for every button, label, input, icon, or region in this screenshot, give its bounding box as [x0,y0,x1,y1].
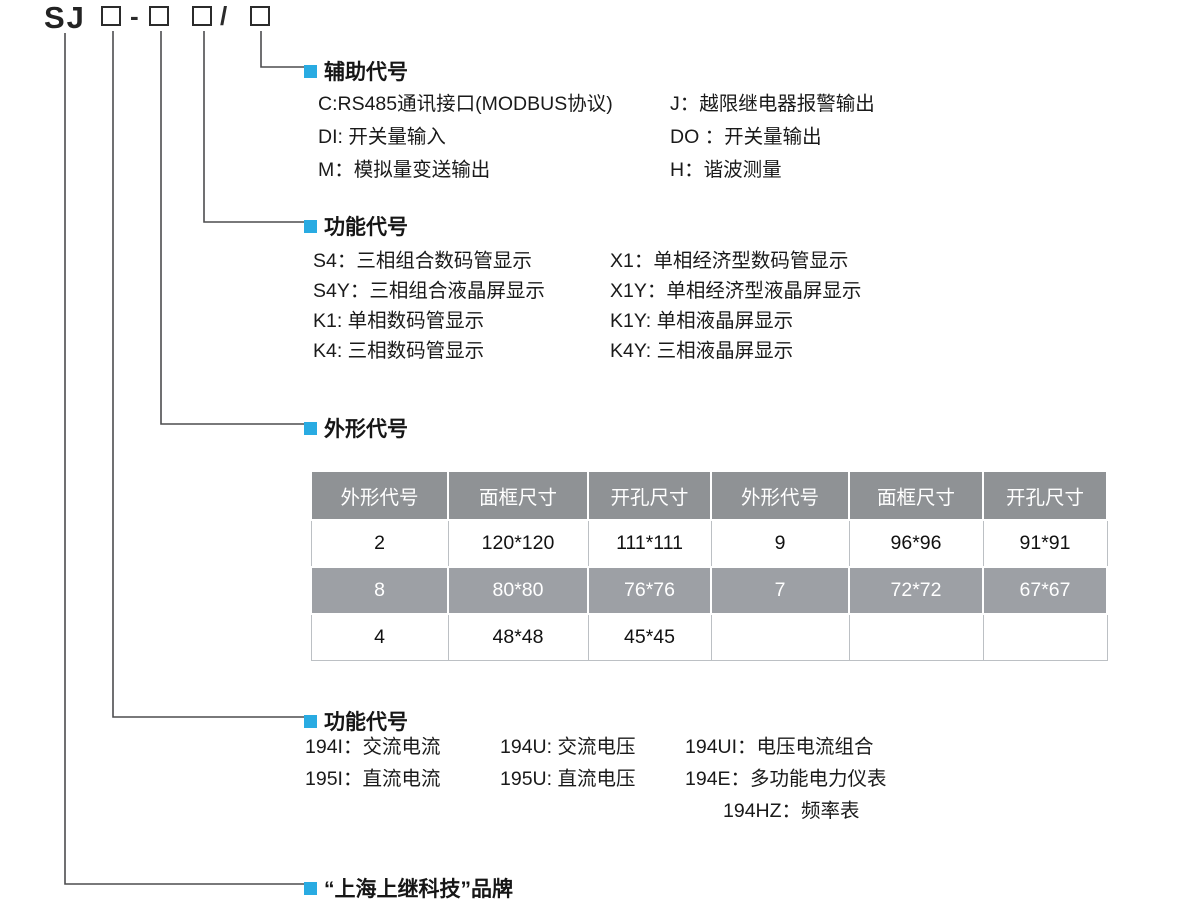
list-item: 194I：交流电流 194U: 交流电压 194UI：电压电流组合 [305,731,887,763]
section-title-text: 功能代号 [324,216,408,239]
table-header: 外形代号 [710,470,850,521]
function-item [305,795,500,827]
function-items: 194I：交流电流 194U: 交流电压 194UI：电压电流组合 195I：直… [305,731,887,827]
display-item: K1: 单相数码管显示 [313,310,485,332]
connector-brand-line [64,33,304,885]
table-cell [848,613,984,661]
table-cell: 67*67 [982,566,1108,615]
connector-display-line [203,31,304,223]
model-box-display [192,6,212,26]
display-item: K4Y: 三相液晶屏显示 [610,340,794,362]
model-prefix: SJ [44,0,86,35]
table-header: 开孔尺寸 [982,470,1108,521]
display-item: X1：单相经济型数码管显示 [610,250,849,272]
function-item: 194E：多功能电力仪表 [685,768,887,790]
function-item: 194HZ：频率表 [723,800,860,822]
model-box-function [101,6,121,26]
table-row: 4 48*48 45*45 [310,613,1108,661]
table-cell: 111*111 [587,519,712,568]
list-item: 194HZ：频率表 [305,795,887,827]
shape-size-table: 外形代号 面框尺寸 开孔尺寸 外形代号 面框尺寸 开孔尺寸 2 120*120 … [310,470,1108,661]
table-cell: 96*96 [848,519,984,568]
table-header: 开孔尺寸 [587,470,712,521]
auxiliary-items: C:RS485通讯接口(MODBUS协议) J：越限继电器报警输出 DI: 开关… [318,88,875,187]
section-bullet-icon [304,421,317,435]
table-cell: 2 [310,519,449,568]
list-item: K1: 单相数码管显示 K1Y: 单相液晶屏显示 [313,306,861,336]
display-item: K4: 三相数码管显示 [313,340,485,362]
table-header: 外形代号 [310,470,449,521]
section-brand: “上海上继科技”品牌 [304,873,513,903]
list-item: 195I：直流电流 195U: 直流电压 194E：多功能电力仪表 [305,763,887,795]
table-header-row: 外形代号 面框尺寸 开孔尺寸 外形代号 面框尺寸 开孔尺寸 [310,470,1108,521]
function-item: 194I：交流电流 [305,736,441,758]
section-title-text: 外形代号 [324,418,408,441]
list-item: C:RS485通讯接口(MODBUS协议) J：越限继电器报警输出 [318,88,875,121]
brand-label: “上海上继科技”品牌 [324,878,513,901]
function-item: 195U: 直流电压 [500,768,636,790]
section-auxiliary-title: 辅助代号 [304,56,408,86]
table-row: 2 120*120 111*111 9 96*96 91*91 [310,519,1108,568]
table-cell: 91*91 [982,519,1108,568]
display-item: S4：三相组合数码管显示 [313,250,532,272]
aux-item: DO ：开关量输出 [670,126,822,148]
aux-item: H：谐波测量 [670,159,782,181]
table-cell: 7 [710,566,850,615]
display-item: X1Y：单相经济型液晶屏显示 [610,280,862,302]
aux-item: DI: 开关量输入 [318,126,446,148]
display-item: K1Y: 单相液晶屏显示 [610,310,794,332]
model-dash: - [130,1,139,31]
display-item: S4Y：三相组合液晶屏显示 [313,280,545,302]
table-cell: 48*48 [447,613,589,661]
aux-item: M：模拟量变送输出 [318,159,491,181]
table-cell: 72*72 [848,566,984,615]
section-function-title: 功能代号 [304,706,408,736]
list-item: S4：三相组合数码管显示 X1：单相经济型数码管显示 [313,246,861,276]
table-cell: 120*120 [447,519,589,568]
model-slash: / [220,1,228,31]
aux-item: J：越限继电器报警输出 [670,93,875,115]
table-cell: 80*80 [447,566,589,615]
function-item [500,795,685,827]
aux-item: C:RS485通讯接口(MODBUS协议) [318,93,613,115]
table-cell: 4 [310,613,449,661]
table-cell: 76*76 [587,566,712,615]
list-item: DI: 开关量输入 DO ：开关量输出 [318,121,875,154]
section-bullet-icon [304,219,317,233]
list-item: K4: 三相数码管显示 K4Y: 三相液晶屏显示 [313,336,861,366]
list-item: S4Y：三相组合液晶屏显示 X1Y：单相经济型液晶屏显示 [313,276,861,306]
section-shape-title: 外形代号 [304,413,408,443]
table-header: 面框尺寸 [447,470,589,521]
section-bullet-icon [304,881,317,895]
function-item: 194U: 交流电压 [500,736,636,758]
function-item: 195I：直流电流 [305,768,441,790]
connector-auxiliary-line [260,31,304,68]
list-item: M：模拟量变送输出 H：谐波测量 [318,154,875,187]
model-box-auxiliary [250,6,270,26]
table-header: 面框尺寸 [848,470,984,521]
connector-function-line [112,31,304,718]
model-box-shape [149,6,169,26]
table-cell [710,613,850,661]
section-bullet-icon [304,714,317,728]
connector-shape-line [160,31,304,425]
table-cell: 9 [710,519,850,568]
table-cell [982,613,1108,661]
section-display-title: 功能代号 [304,211,408,241]
section-title-text: 功能代号 [324,711,408,734]
table-cell: 45*45 [587,613,712,661]
section-bullet-icon [304,64,317,78]
display-items: S4：三相组合数码管显示 X1：单相经济型数码管显示 S4Y：三相组合液晶屏显示… [313,246,861,366]
section-title-text: 辅助代号 [324,61,408,84]
table-row: 8 80*80 76*76 7 72*72 67*67 [310,566,1108,615]
function-item: 194UI：电压电流组合 [685,736,874,758]
table-cell: 8 [310,566,449,615]
